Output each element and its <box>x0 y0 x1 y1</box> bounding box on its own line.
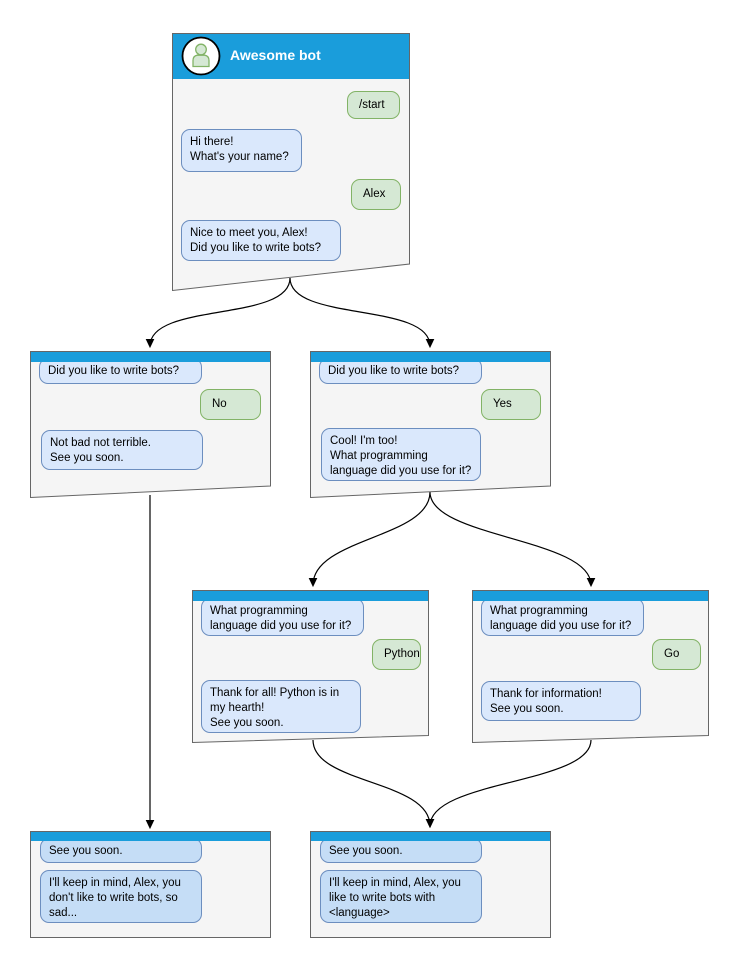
chat-title-bar <box>311 832 550 841</box>
chat-window-no: Did you like to write bots? No Not bad n… <box>30 351 271 498</box>
bot-message-bubble: See you soon. <box>320 838 482 863</box>
chat-window-end-yes: See you soon. I'll keep in mind, Alex, y… <box>310 831 551 938</box>
user-message-bubble: Yes <box>481 389 541 420</box>
arrow-root-to-yes <box>289 277 435 349</box>
bot-message-bubble: Nice to meet you, Alex! Did you like to … <box>181 220 341 261</box>
bot-message-bubble: See you soon. <box>40 838 202 863</box>
bot-avatar <box>181 36 221 76</box>
user-message-bubble: Alex <box>351 179 401 210</box>
user-message-bubble: Python <box>372 639 421 670</box>
arrow-yes-to-python <box>308 491 431 588</box>
chat-title-bar <box>473 591 708 601</box>
bot-message-bubble: Hi there! What's your name? <box>181 129 302 172</box>
bot-message-bubble: Did you like to write bots? <box>319 358 482 384</box>
chat-window-root: Awesome bot /start Hi there! What's your… <box>172 33 410 291</box>
person-icon <box>192 43 210 68</box>
user-message-bubble: Go <box>652 639 701 670</box>
chat-title-bar <box>31 352 270 362</box>
bot-message-bubble: What programming language did you use fo… <box>201 598 364 636</box>
chat-window-python: What programming language did you use fo… <box>192 590 429 743</box>
user-message-bubble: /start <box>347 91 400 119</box>
arrow-root-to-no <box>145 277 291 349</box>
chat-title-bar <box>311 352 550 362</box>
bot-message-bubble: Not bad not terrible. See you soon. <box>41 430 203 470</box>
bot-message-bubble: What programming language did you use fo… <box>481 598 644 636</box>
chat-title-bar <box>193 591 428 601</box>
arrow-go-to-end <box>425 739 592 829</box>
chat-window-yes: Did you like to write bots? Yes Cool! I'… <box>310 351 551 498</box>
arrow-yes-to-go <box>429 491 596 588</box>
bot-message-bubble: Thank for all! Python is in my hearth! S… <box>201 680 361 733</box>
user-message-bubble: No <box>200 389 261 420</box>
chat-title-bar <box>31 832 270 841</box>
bot-message-bubble: I'll keep in mind, Alex, you don't like … <box>40 870 202 923</box>
bot-message-bubble: Cool! I'm too! What programming language… <box>321 428 481 481</box>
arrow-python-to-end <box>312 739 435 829</box>
chat-window-end-no: See you soon. I'll keep in mind, Alex, y… <box>30 831 271 938</box>
chat-window-go: What programming language did you use fo… <box>472 590 709 743</box>
bot-message-bubble: I'll keep in mind, Alex, you like to wri… <box>320 870 482 923</box>
bot-message-bubble: Thank for information! See you soon. <box>481 681 641 721</box>
bot-name-title: Awesome bot <box>230 47 321 63</box>
